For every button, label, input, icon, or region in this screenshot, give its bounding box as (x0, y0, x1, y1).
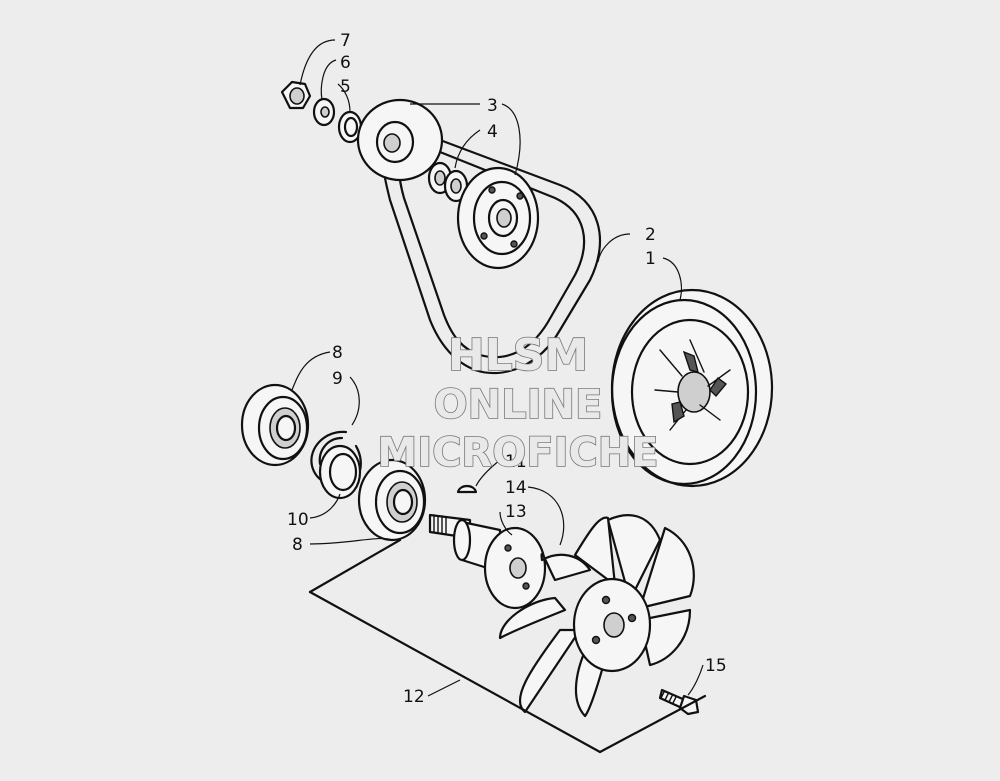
callout-9: 9 (332, 369, 343, 389)
callout-7: 7 (340, 31, 351, 51)
assembly-bracket (308, 538, 707, 754)
callout-12-leader (427, 679, 461, 697)
callout-4: 4 (487, 122, 498, 142)
callout-12: 12 (403, 687, 425, 707)
callout-15: 15 (705, 656, 727, 676)
flat-washer-part (337, 110, 363, 144)
bearing-upper-part (240, 383, 310, 467)
woodruff-key-part (456, 484, 478, 494)
callout-13: 13 (505, 502, 527, 522)
cooling-fan-part (498, 514, 695, 718)
pulley-front-sheave (356, 98, 444, 182)
lock-washer-part (312, 97, 336, 127)
callout-14: 14 (505, 478, 527, 498)
pulley-rear-sheave (456, 166, 540, 270)
callout-11: 11 (505, 452, 527, 472)
watermark-line-3: MICROFICHE (377, 430, 658, 476)
driven-pulley-part (610, 288, 774, 488)
callout-5: 5 (340, 77, 351, 97)
nut-part (280, 80, 312, 110)
watermark-line-2: ONLINE (434, 382, 603, 428)
callout-3: 3 (487, 96, 498, 116)
spacer-ring-part (318, 444, 362, 500)
watermark-line-1: HLSM (448, 330, 588, 381)
callout-8-upper: 8 (332, 343, 343, 363)
bearing-lower-part (357, 458, 427, 542)
callout-6: 6 (340, 53, 351, 73)
leader-lines (291, 39, 704, 696)
callout-10: 10 (287, 510, 309, 530)
callout-2: 2 (645, 225, 656, 245)
fan-shaft-part (428, 513, 547, 610)
bushing-part (427, 161, 469, 203)
callout-8-lower: 8 (292, 535, 303, 555)
callout-1: 1 (645, 249, 656, 269)
